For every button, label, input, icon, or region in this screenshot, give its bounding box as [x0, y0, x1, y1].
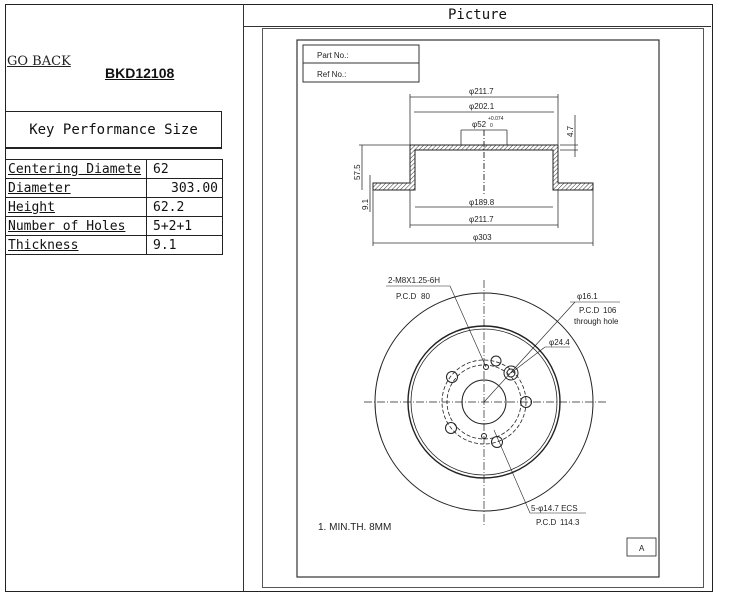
note-hole-16-1: φ16.1 [577, 292, 598, 301]
drawing-frame [296, 39, 660, 578]
dim-303: φ303 [473, 233, 492, 242]
dimension-lines [359, 94, 594, 246]
page-frame [5, 4, 713, 592]
section-title: Key Performance Size [5, 111, 222, 149]
left-panel [5, 4, 244, 591]
ref-no-label: Ref No.: [317, 70, 346, 79]
spec-value: 5+2+1 [146, 216, 223, 236]
sheet-label: A [639, 544, 645, 553]
go-back-link[interactable]: GO BACK [7, 54, 71, 69]
part-no-label: Part No.: [317, 51, 349, 60]
dim-202: φ202.1 [469, 102, 495, 111]
dim-9-1: 9.1 [361, 198, 370, 210]
note-pcd106-value: 106 [603, 306, 617, 315]
note-min-thickness: 1. MIN.TH. 8MM [318, 522, 391, 533]
disc-front-view [364, 280, 657, 557]
picture-header: Picture [244, 4, 711, 27]
spec-label: Thickness [5, 235, 147, 255]
dim-4-7: 4.7 [566, 125, 575, 137]
dim-52-tol: +0.074 [488, 116, 504, 122]
picture-box [262, 28, 704, 588]
cross-section [372, 130, 594, 195]
dim-211-top: φ211.7 [469, 87, 494, 96]
note-thread: 2-M8X1.25-6H [388, 276, 440, 285]
dim-211-bot: φ211.7 [469, 215, 494, 224]
dim-52-tol2: 0 [490, 123, 493, 129]
dim-52: φ52 [472, 120, 487, 129]
dim-189: φ189.8 [469, 198, 495, 207]
note-d24-4: φ24.4 [549, 338, 570, 347]
note-5-holes: 5-φ14.7 ECS [531, 504, 578, 513]
spec-label: Number of Holes [5, 216, 147, 236]
spec-value: 9.1 [146, 235, 223, 255]
note-pcd106: P.C.D [579, 306, 600, 315]
note-pcd114-value: 114.3 [560, 518, 580, 527]
note-pcd114: P.C.D [536, 518, 557, 527]
spec-label: Centering Diamete [5, 159, 147, 179]
note-pcd80: P.C.D [396, 292, 417, 301]
note-through-hole: through hole [574, 317, 619, 326]
note-pcd80-value: 80 [421, 292, 430, 301]
dim-57-5: 57.5 [353, 164, 362, 180]
part-number: BKD12108 [105, 65, 175, 81]
